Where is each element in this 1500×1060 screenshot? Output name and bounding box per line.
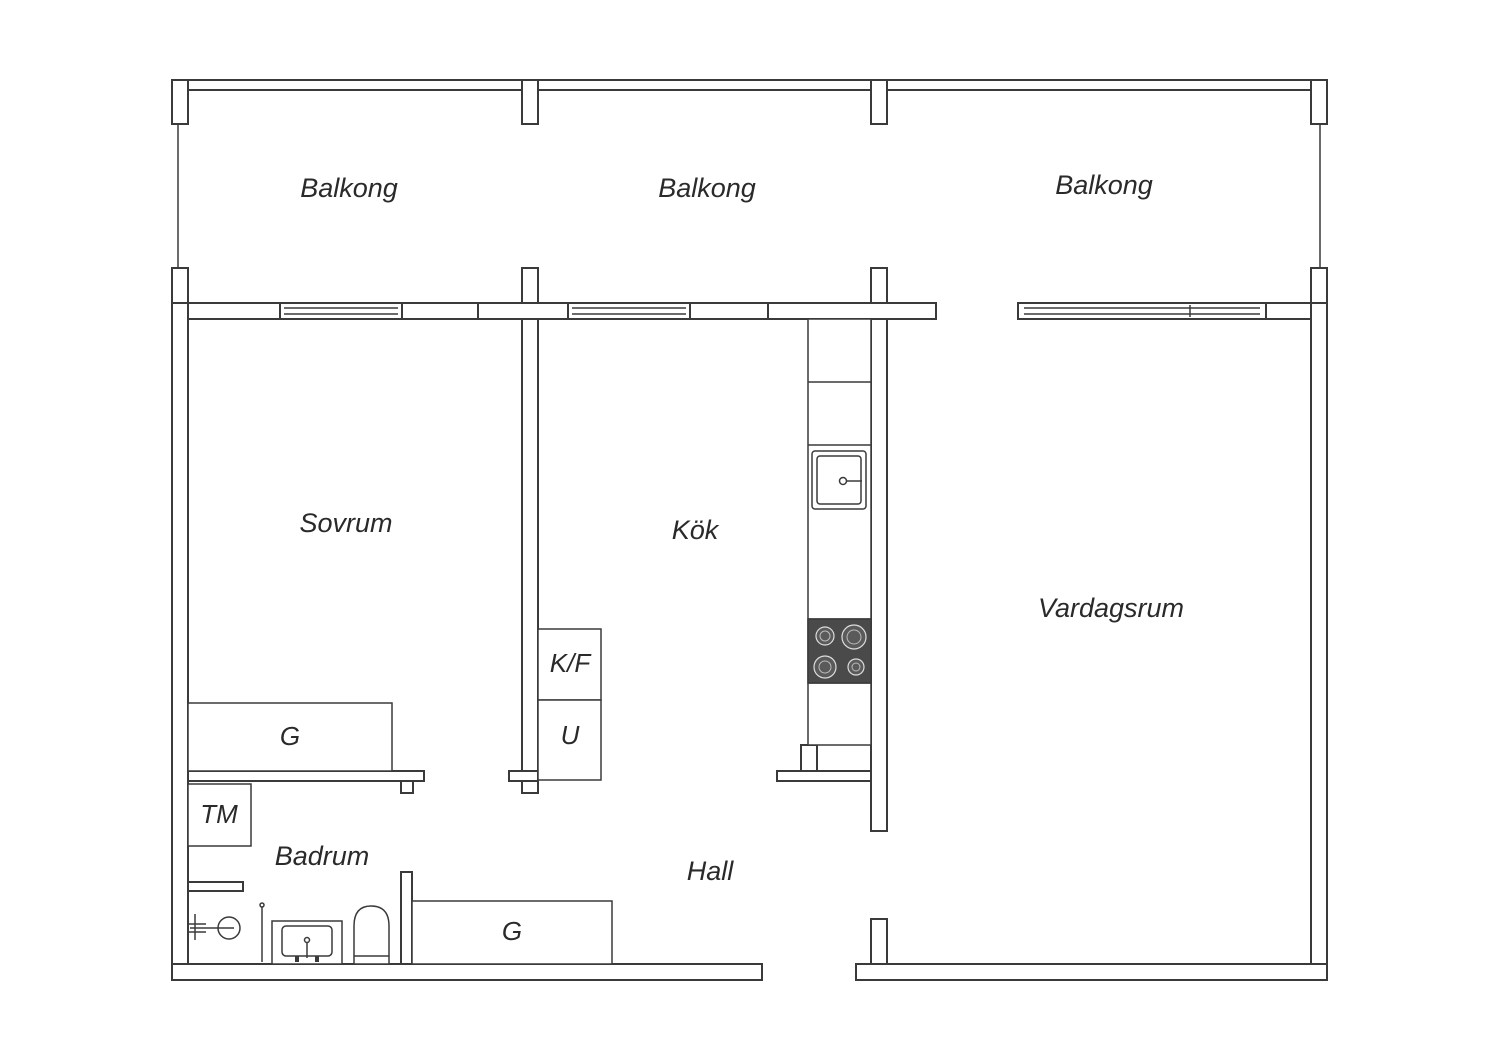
exterior-walls (171, 302, 1328, 981)
window-kitchen (567, 302, 691, 320)
washing-machine-label: TM (200, 799, 238, 829)
washbasin-icon (271, 920, 343, 965)
window-living-room (1017, 302, 1267, 320)
hall-label: Hall (687, 856, 735, 886)
balcony-left-label: Balkong (300, 173, 398, 203)
living-room-label: Vardagsrum (1038, 593, 1184, 623)
balcony-middle-label: Balkong (658, 173, 756, 203)
washing-machine: TM (187, 783, 252, 847)
windows (279, 302, 1267, 320)
bedroom-closet: G (187, 702, 393, 772)
kitchen-label: Kök (672, 515, 720, 545)
bedroom-closet-label: G (280, 721, 300, 751)
sink-icon (811, 450, 867, 510)
toilet-icon (353, 905, 390, 965)
hall-closet: G (411, 900, 613, 965)
fridge-freezer-label: K/F (550, 648, 593, 678)
window-bedroom (279, 302, 403, 320)
bedroom-label: Sovrum (299, 508, 392, 538)
fridge-freezer: K/F (537, 628, 602, 701)
hall-closet-label: G (502, 916, 522, 946)
interior-walls (187, 318, 888, 965)
oven: U (537, 699, 602, 781)
shower-icon (188, 914, 241, 940)
oven-label: U (561, 720, 580, 750)
shower-rod (259, 902, 265, 962)
balcony-right-label: Balkong (1055, 170, 1153, 200)
balcony-frame (171, 79, 1328, 305)
kitchen-counter (807, 318, 872, 746)
bathroom-label: Badrum (275, 841, 370, 871)
stove-icon (807, 618, 872, 684)
